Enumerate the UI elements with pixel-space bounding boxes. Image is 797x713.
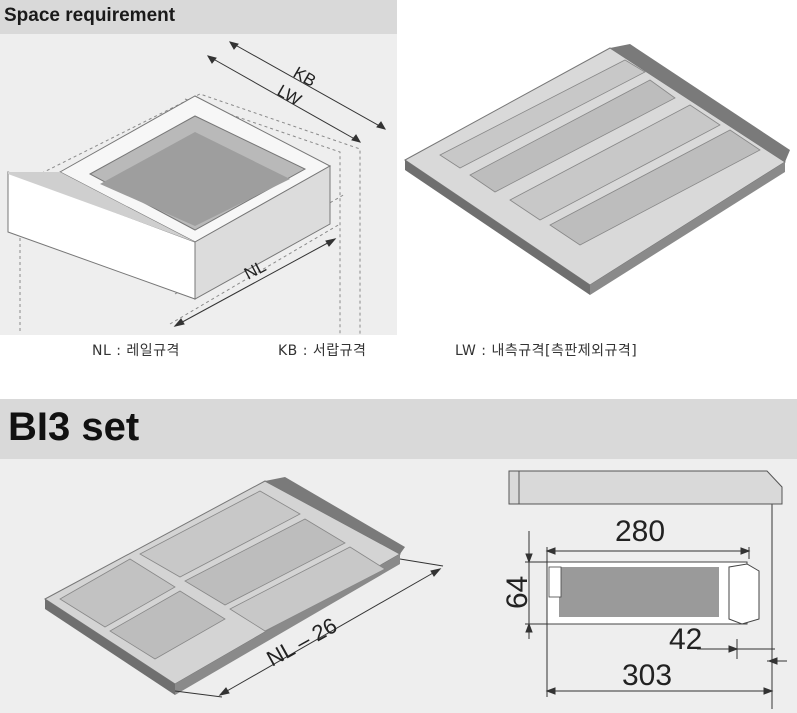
kb-lw-dimension	[206, 41, 387, 143]
space-requirement-title: Space requirement	[4, 5, 176, 26]
section-dimensions	[525, 531, 787, 697]
width-280-label: 280	[615, 515, 665, 548]
height-64-label: 64	[501, 576, 534, 609]
offset-42-label: 42	[669, 623, 702, 656]
bi3-organizer-diagram: NL – 26	[44, 477, 444, 698]
legend-lw: LW : 내측규격[측판제외규격]	[455, 343, 638, 359]
legend-kb: KB : 서랍규격	[278, 343, 367, 359]
nl-dimension	[173, 238, 337, 327]
lw-label: LW	[274, 81, 305, 110]
nl-26-dimension	[174, 558, 444, 698]
bi3-set-header: BI3 set	[0, 399, 797, 459]
space-requirement-header: Space requirement	[0, 0, 397, 34]
depth-303-label: 303	[622, 659, 672, 692]
organizer-insert-diagram	[404, 44, 790, 295]
drawer-cabinet-diagram: KB LW NL	[7, 41, 387, 334]
legend-nl: NL : 레일규격	[92, 343, 180, 359]
bi3-set-title: BI3 set	[8, 405, 140, 449]
bi3-section-diagram: 280 64 42 303	[501, 470, 787, 709]
drawer-box	[7, 95, 332, 300]
